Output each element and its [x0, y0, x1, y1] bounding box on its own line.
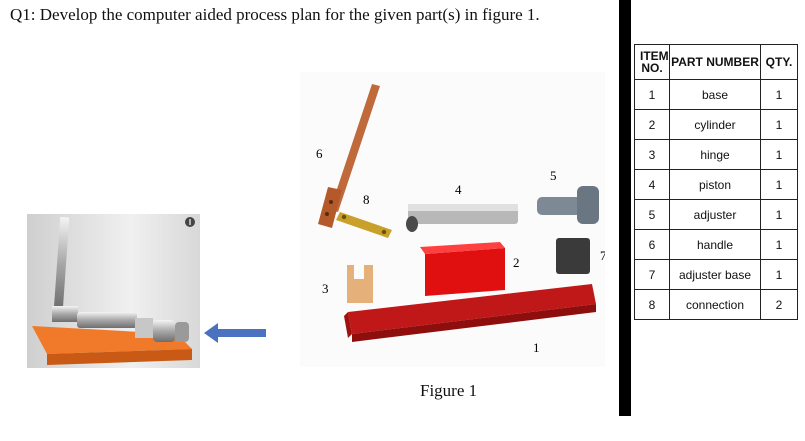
part-connection	[336, 212, 392, 238]
question-text: Q1: Develop the computer aided process p…	[10, 5, 540, 24]
item-cell: 7	[634, 259, 670, 290]
item-cell: 6	[634, 229, 670, 260]
part-cell: base	[669, 79, 761, 110]
qty-cell: 1	[760, 109, 798, 140]
part-cell: adjuster	[669, 199, 761, 230]
bom-header: ITEM NO. PART NUMBER QTY.	[634, 44, 798, 80]
part-handle	[318, 84, 380, 228]
header-item: ITEM NO.	[634, 44, 670, 80]
exploded-view: 6 8 4 5 2 7 3 1	[300, 72, 605, 367]
qty-cell: 1	[760, 229, 798, 260]
label-2: 2	[513, 255, 520, 270]
part-cell: piston	[669, 169, 761, 200]
figure-caption: Figure 1	[420, 381, 478, 400]
label-3: 3	[322, 281, 329, 296]
item-cell: 3	[634, 139, 670, 170]
header-qty: QTY.	[760, 44, 798, 80]
part-cell: cylinder	[669, 109, 761, 140]
item-cell: 2	[634, 109, 670, 140]
item-cell: 8	[634, 289, 670, 320]
label-1: 1	[533, 340, 540, 355]
label-5: 5	[550, 168, 557, 183]
label-8: 8	[363, 192, 370, 207]
qty-cell: 1	[760, 139, 798, 170]
arrow-left-icon	[204, 323, 266, 343]
label-4: 4	[455, 182, 462, 197]
part-cell: connection	[669, 289, 761, 320]
label-7: 7	[600, 248, 605, 263]
part-hinge	[347, 265, 373, 303]
item-cell: 1	[634, 79, 670, 110]
qty-cell: 2	[760, 289, 798, 320]
item-cell: 4	[634, 169, 670, 200]
qty-cell: 1	[760, 169, 798, 200]
part-cell: handle	[669, 229, 761, 260]
part-base	[344, 284, 596, 342]
divider-bar	[619, 0, 631, 416]
part-cell: adjuster base	[669, 259, 761, 290]
part-adjuster-base	[556, 238, 590, 274]
header-part: PART NUMBER	[669, 44, 761, 80]
qty-cell: 1	[760, 259, 798, 290]
qty-cell: 1	[760, 199, 798, 230]
part-piston	[406, 204, 518, 232]
label-6: 6	[316, 146, 323, 161]
assembly-photo	[27, 214, 200, 368]
part-adjuster	[537, 186, 599, 224]
part-cylinder	[420, 242, 505, 296]
item-cell: 5	[634, 199, 670, 230]
part-cell: hinge	[669, 139, 761, 170]
qty-cell: 1	[760, 79, 798, 110]
